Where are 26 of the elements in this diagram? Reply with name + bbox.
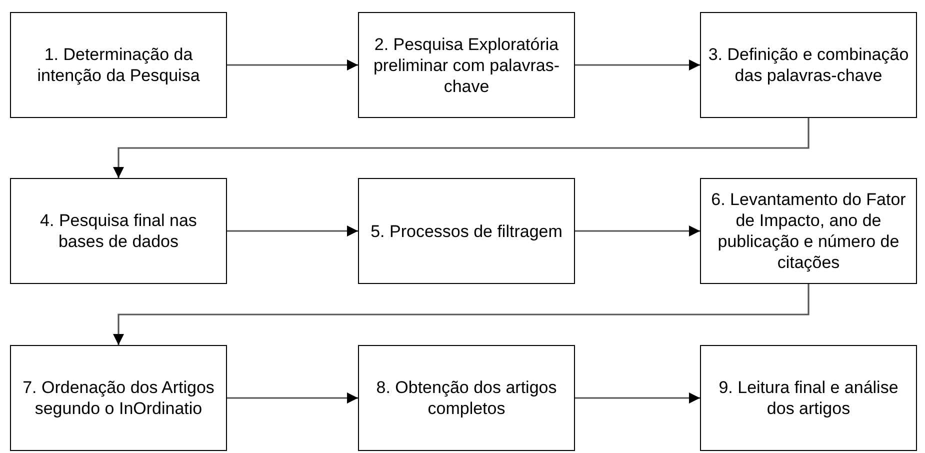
step-text: 2. Pesquisa Exploratória preliminar com palavras-chave [372,34,561,96]
step-text: 8. Obtenção dos artigos completos [375,377,558,419]
arrow [227,59,358,71]
arrow [575,392,700,404]
process-box [358,178,575,284]
arrow [575,225,700,237]
arrow [227,225,358,237]
step-text: 1. Determinação da intenção da Pesquisa [36,44,201,86]
process-box [10,345,227,451]
arrow [112,118,810,178]
process-box [700,178,917,284]
process-box [358,345,575,451]
step-text: 6. Levantamento do Fator de Impacto, ano de publicação e número de citações [710,189,907,273]
process-box [10,178,227,284]
step-text: 9. Leitura final e análise dos artigos [718,377,900,419]
arrow [112,284,810,345]
step-text: 7. Ordenação dos Artigos segundo o InOrdinatio [22,377,216,419]
step-text: 5. Processos de filtragem [370,220,562,242]
process-box [10,12,227,118]
arrow [227,392,358,404]
arrow [575,59,700,71]
process-box [358,12,575,118]
process-box [700,345,917,451]
step-text: 3. Definição e combinação das palavras-chave [707,44,910,86]
step-text: 4. Pesquisa final nas bases de dados [39,210,198,252]
process-box [700,12,917,118]
